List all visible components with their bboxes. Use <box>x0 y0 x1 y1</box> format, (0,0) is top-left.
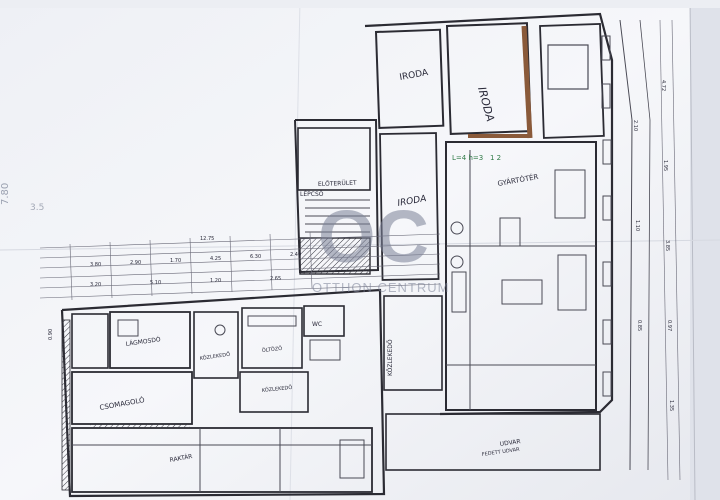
dim-label: 3.85 <box>664 240 670 251</box>
bathtub-fixture <box>547 44 589 90</box>
hatch-wall-2 <box>90 424 190 428</box>
dim-label: 3.80 <box>90 262 101 268</box>
dim-label: 1.70 <box>170 258 181 264</box>
paper-edge-shadow <box>690 0 720 500</box>
dim-label: 6.30 <box>250 254 261 260</box>
room-label-kozlekedo-right: KÖZLEKEDŐ <box>387 339 394 376</box>
dim-label: 2.10 <box>632 120 638 131</box>
window-group-right <box>601 35 612 397</box>
room-label-oltozo: ÖLTÖZŐ <box>261 345 282 354</box>
room-lakmosdo <box>109 311 191 369</box>
fold-line-2 <box>289 0 301 500</box>
room-oltozo <box>241 307 303 369</box>
room-small-left <box>71 313 109 369</box>
room-kozlekedo-mid <box>239 371 309 413</box>
room-label-raktar: RAKTÁR <box>169 453 193 464</box>
room-udvar <box>385 413 601 471</box>
room-label-kozlekedo-left: KÖZLEKEDŐ <box>199 351 230 362</box>
room-label-wc: WC <box>312 321 322 328</box>
watermark-text: OTTHON CENTRUM <box>312 280 450 295</box>
dim-label: 1.35 <box>668 400 674 411</box>
dimension-strips <box>39 233 441 299</box>
room-label-iroda-3: IRODA <box>397 194 427 209</box>
dim-label: 0.90 <box>48 329 54 340</box>
dim-label: 1.20 <box>210 278 221 284</box>
dim-label: 1.10 <box>634 220 640 231</box>
paper-edge <box>689 0 696 500</box>
dim-label: 12.75 <box>200 236 214 242</box>
hatch-wall <box>61 319 71 491</box>
dim-label: 0.97 <box>666 320 672 331</box>
left-wing-fixtures <box>72 315 372 492</box>
pencil-mark-2: 3.5 <box>30 203 44 213</box>
staircase-hatch <box>299 237 371 275</box>
dimension-ticks <box>69 231 313 301</box>
room-iroda-top-left <box>374 28 445 129</box>
room-iroda-middle <box>379 132 440 281</box>
room-label-lakmosdo: LÁGMOSDÓ <box>125 336 161 348</box>
room-label-udvar: UDVAR <box>499 438 521 448</box>
dimension-strip-right <box>659 19 681 481</box>
dim-label: 1.95 <box>662 160 668 171</box>
gyartoter-fixtures <box>446 150 596 410</box>
watermark-logo: OC <box>318 195 429 278</box>
watermark: OC OTTHON CENTRUM <box>312 195 450 295</box>
svg-text:1 2: 1 2 <box>490 154 501 162</box>
room-wc <box>303 305 345 337</box>
room-label-kozlekedo-mid: KÖZLEKEDŐ <box>261 384 292 394</box>
svg-text:L=4 h=3: L=4 h=3 <box>452 154 483 162</box>
dim-label: 5.10 <box>150 280 161 286</box>
room-kozlekedo-right <box>383 295 443 391</box>
dim-label: 4.72 <box>660 80 666 91</box>
dim-label: 3.20 <box>90 282 101 288</box>
staircase-treads <box>305 199 370 233</box>
paper-top-strip <box>0 0 720 8</box>
outer-wall-top-wing <box>364 12 614 416</box>
room-label-lepcso: LÉPCSŐ <box>300 190 324 198</box>
room-label-elofogo: ELŐTERÜLET <box>318 180 357 188</box>
room-small-top-right <box>539 22 605 139</box>
green-marking: L=4 h=3 1 2 <box>452 154 501 162</box>
dim-label: 2.65 <box>270 276 281 282</box>
middle-wing-wall <box>294 119 380 274</box>
brown-wall-segment <box>521 25 533 139</box>
outer-wall-right-rail-2 <box>639 19 651 471</box>
pencil-mark: 7.80 <box>0 183 11 205</box>
dim-label: 2.40 <box>290 252 301 258</box>
room-raktar <box>71 427 373 493</box>
room-elofogo <box>297 127 371 191</box>
dim-label: 2.90 <box>130 260 141 266</box>
dim-label: 4.25 <box>210 256 221 262</box>
room-gyartoter <box>445 141 597 411</box>
outer-wall-right-rail <box>619 19 633 471</box>
dim-label: 0.85 <box>636 320 642 331</box>
room-kozlekedo-left <box>193 311 239 379</box>
room-label-fedett-udvar: FEDETT UDVAR <box>481 447 520 458</box>
